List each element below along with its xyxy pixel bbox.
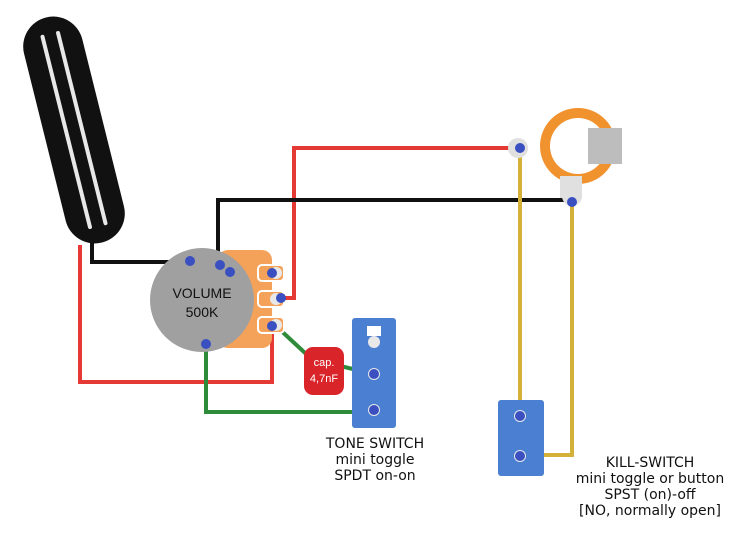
solder-point <box>267 321 277 331</box>
solder-point <box>515 143 525 153</box>
capacitor-label-line1: cap. <box>314 357 335 369</box>
tone-switch-type: mini toggle <box>335 452 415 468</box>
tone-switch-title: TONE SWITCH <box>325 436 425 452</box>
output-jack <box>508 108 622 206</box>
solder-point <box>567 197 577 207</box>
black-wire-pickup-hot <box>90 238 190 264</box>
tone-switch-spec: SPDT on-on <box>334 468 416 484</box>
solder-point <box>515 411 525 421</box>
volume-pot: VOLUME 500K <box>150 248 254 352</box>
kill-switch-title: KILL-SWITCH <box>605 455 695 471</box>
black-wire-jack-ground <box>216 198 572 262</box>
kill-switch-type: mini toggle or button <box>575 471 725 487</box>
kill-switch-label: KILL-SWITCH mini toggle or button SPST (… <box>555 455 744 519</box>
kill-switch-spec: SPST (on)-off <box>604 487 696 503</box>
solder-point <box>185 256 195 266</box>
red-wire-pickup-ground <box>78 245 274 384</box>
solder-point <box>225 267 235 277</box>
pickup <box>23 16 125 244</box>
solder-point <box>369 369 379 379</box>
red-wire-pot-to-jack <box>280 146 520 300</box>
solder-point <box>267 268 277 278</box>
solder-point <box>515 451 525 461</box>
capacitor-label-line2: 4,7nF <box>310 373 338 385</box>
green-wire-pot-to-switch <box>204 345 372 414</box>
pot-label-line1: VOLUME <box>172 285 231 301</box>
black-wires <box>90 198 572 274</box>
red-wires <box>78 146 520 384</box>
kill-switch-note: [NO, normally open] <box>579 503 721 519</box>
tone-switch-label: TONE SWITCH mini toggle SPDT on-on <box>310 436 440 484</box>
solder-point <box>276 293 286 303</box>
solder-points <box>185 143 577 461</box>
capacitor: cap. 4,7nF <box>304 347 344 395</box>
pot-label-line2: 500K <box>186 304 219 320</box>
solder-point <box>201 339 211 349</box>
solder-point <box>369 405 379 415</box>
solder-point <box>215 260 225 270</box>
